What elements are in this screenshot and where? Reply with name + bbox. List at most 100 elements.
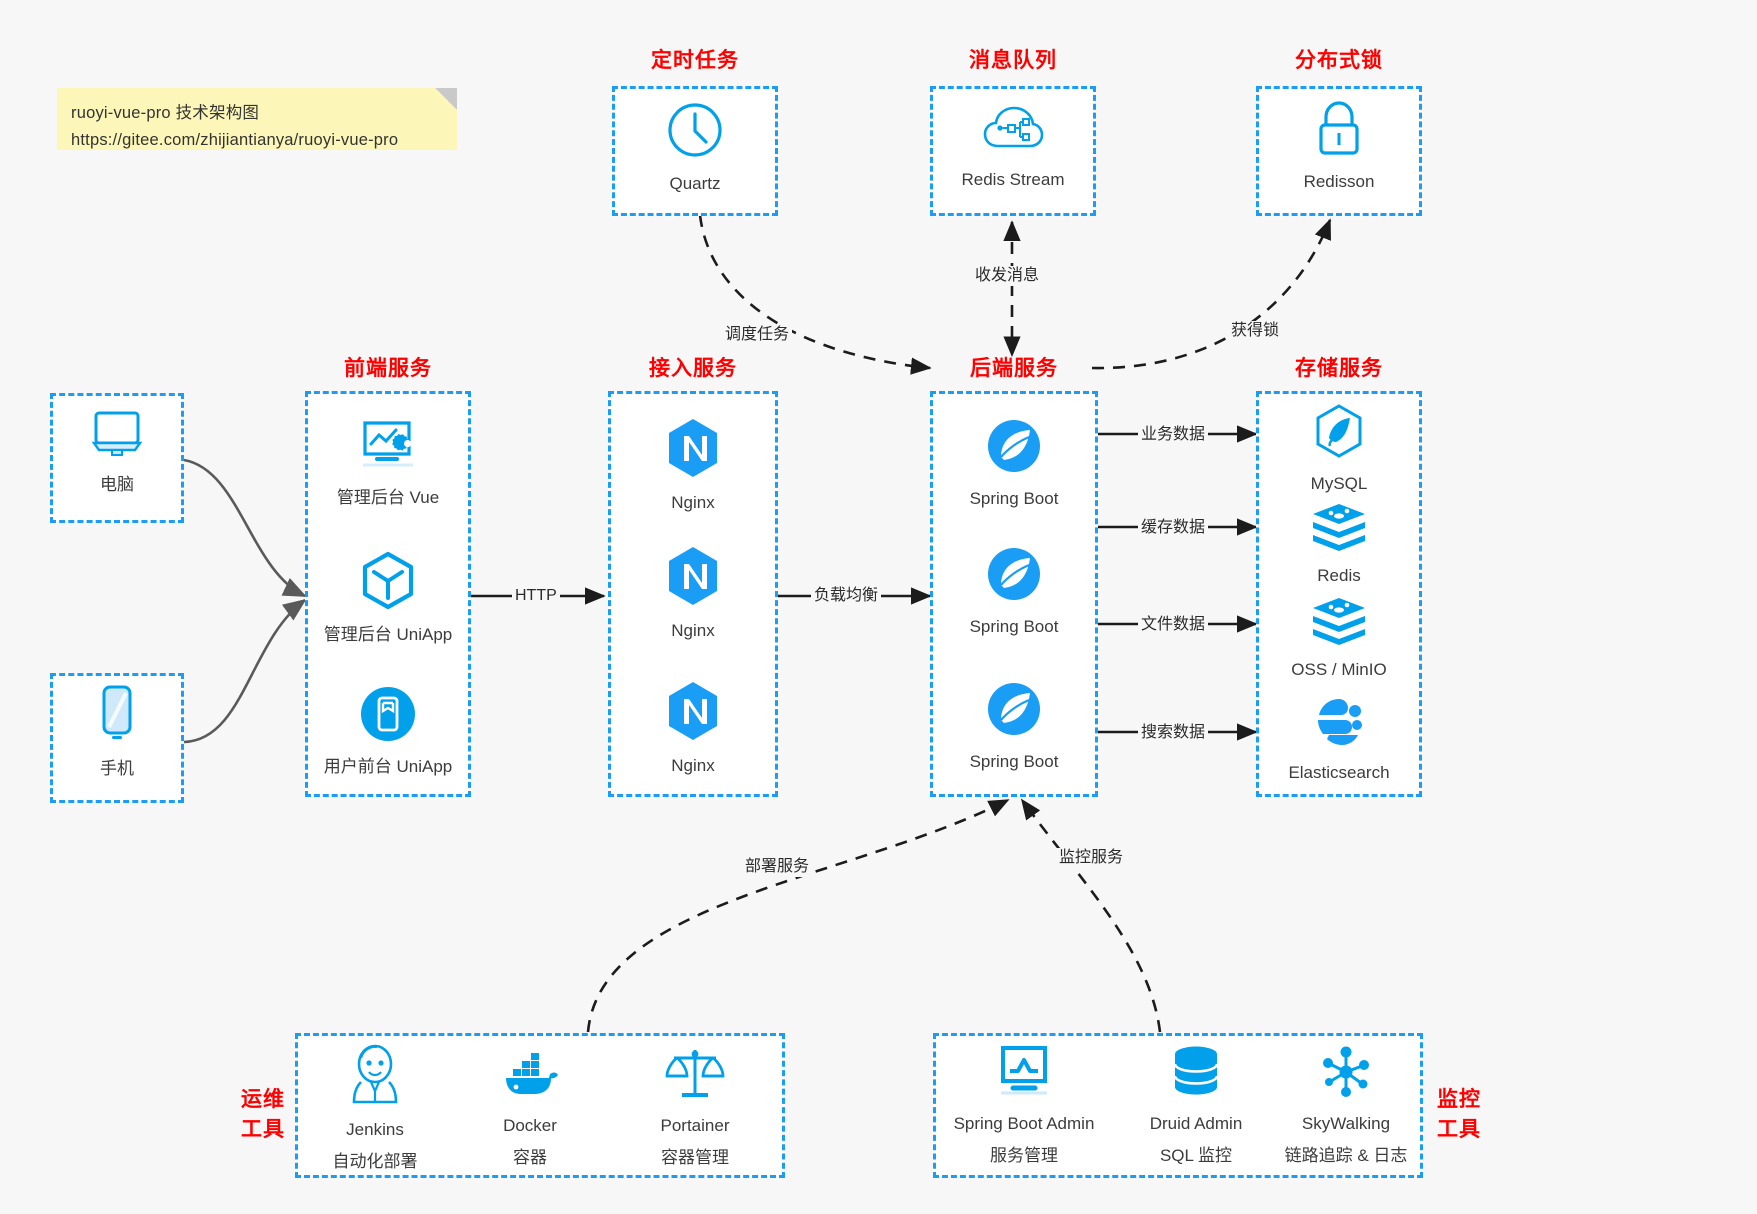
- node-network-icon: [1268, 1044, 1424, 1105]
- node-docker[interactable]: Docker 容器: [455, 1044, 605, 1171]
- spring-leaf-icon: [930, 545, 1098, 608]
- node-label: Nginx: [671, 756, 715, 775]
- node-elasticsearch[interactable]: Elasticsearch: [1256, 695, 1422, 785]
- group-title-distributed-lock: 分布式锁: [1295, 49, 1383, 72]
- nginx-icon: [608, 680, 778, 747]
- node-label: 管理后台 Vue: [336, 488, 440, 507]
- docker-whale-icon: [455, 1044, 605, 1107]
- spring-leaf-icon: [930, 680, 1098, 743]
- node-label: Docker: [503, 1116, 557, 1135]
- node-sublabel: 链路追踪 & 日志: [1284, 1146, 1408, 1165]
- note-title: ruoyi-vue-pro 技术架构图: [71, 104, 260, 122]
- node-redis-stream[interactable]: Redis Stream: [930, 104, 1096, 192]
- node-label: 电脑: [100, 475, 134, 494]
- edge-label-load-balance: 负载均衡: [811, 586, 882, 606]
- edge-label-http: HTTP: [512, 586, 560, 606]
- node-sublabel: SQL 监控: [1159, 1146, 1233, 1165]
- note-fold-corner: [435, 88, 457, 110]
- node-user-uniapp[interactable]: 用户前台 UniApp: [305, 685, 471, 779]
- node-label: Spring Boot: [969, 489, 1059, 508]
- jenkins-butler-icon: [300, 1044, 450, 1111]
- node-spring-boot-admin[interactable]: Spring Boot Admin 服务管理: [938, 1044, 1110, 1169]
- mysql-dolphin-icon: [1256, 404, 1422, 465]
- node-label: 用户前台 UniApp: [323, 757, 453, 776]
- edge-acquire-lock: [1091, 218, 1332, 370]
- node-oss-minio[interactable]: OSS / MinIO: [1256, 596, 1422, 682]
- monitor-chart-icon: [938, 1044, 1110, 1105]
- node-sublabel: 容器管理: [661, 1148, 729, 1167]
- node-phone[interactable]: 手机: [50, 683, 184, 781]
- hexagon-cube-icon: [305, 551, 471, 616]
- node-label: Jenkins: [346, 1120, 404, 1139]
- node-label: Portainer: [660, 1116, 730, 1135]
- edge-label-cache-data: 缓存数据: [1138, 518, 1209, 538]
- node-spring-boot-1[interactable]: Spring Boot: [930, 417, 1098, 511]
- node-admin-uniapp[interactable]: 管理后台 UniApp: [305, 551, 471, 647]
- node-label: SkyWalking: [1301, 1114, 1391, 1133]
- node-druid-admin[interactable]: Druid Admin SQL 监控: [1118, 1044, 1274, 1169]
- node-nginx-3[interactable]: Nginx: [608, 680, 778, 778]
- group-title-devops-line2: 工具: [241, 1118, 285, 1141]
- group-title-devops-line1: 运维: [241, 1088, 285, 1111]
- node-sublabel: 容器: [513, 1148, 547, 1167]
- spring-leaf-icon: [930, 417, 1098, 480]
- node-label: OSS / MinIO: [1291, 660, 1387, 679]
- group-title-message-queue: 消息队列: [969, 49, 1057, 72]
- node-label: Elasticsearch: [1288, 763, 1390, 782]
- node-sublabel: 自动化部署: [332, 1152, 418, 1171]
- node-label: Nginx: [671, 493, 715, 512]
- edge-label-deploy-service: 部署服务: [742, 857, 813, 877]
- node-label: Spring Boot: [969, 617, 1059, 636]
- node-label: Spring Boot: [969, 752, 1059, 771]
- node-label: Druid Admin: [1149, 1114, 1243, 1133]
- edge-label-search-data: 搜索数据: [1138, 723, 1209, 743]
- mobile-phone-icon: [50, 683, 184, 750]
- node-spring-boot-3[interactable]: Spring Boot: [930, 680, 1098, 774]
- node-sublabel: 服务管理: [990, 1146, 1058, 1165]
- group-title-frontend: 前端服务: [344, 357, 432, 380]
- group-title-devops: 运维 工具: [232, 1085, 294, 1145]
- node-admin-vue[interactable]: 管理后台 Vue: [305, 418, 471, 510]
- group-box-scheduler[interactable]: [612, 86, 778, 216]
- node-computer[interactable]: 电脑: [50, 407, 184, 497]
- node-nginx-1[interactable]: Nginx: [608, 417, 778, 515]
- dashboard-settings-icon: [305, 418, 471, 479]
- node-mysql[interactable]: MySQL: [1256, 404, 1422, 496]
- nginx-icon: [608, 545, 778, 612]
- group-box-computer[interactable]: [50, 393, 184, 523]
- node-quartz[interactable]: Quartz: [612, 100, 778, 196]
- edge-deploy-service: [586, 798, 1010, 1033]
- group-title-monitoring-line2: 工具: [1437, 1118, 1481, 1141]
- group-title-backend: 后端服务: [970, 357, 1058, 380]
- node-label: 手机: [100, 759, 134, 778]
- node-portainer[interactable]: Portainer 容器管理: [615, 1044, 775, 1171]
- edge-schedule-task: [698, 214, 932, 375]
- edge-monitor-service: [1020, 798, 1162, 1033]
- group-box-distributed-lock[interactable]: [1256, 86, 1422, 216]
- node-redis[interactable]: Redis: [1256, 502, 1422, 588]
- elasticsearch-icon: [1256, 695, 1422, 754]
- node-jenkins[interactable]: Jenkins 自动化部署: [300, 1044, 450, 1175]
- nginx-icon: [608, 417, 778, 484]
- edge-label-send-receive-message: 收发消息: [972, 266, 1043, 286]
- node-label: Redis Stream: [961, 170, 1065, 189]
- scales-balance-icon: [615, 1044, 775, 1107]
- node-label: Redisson: [1303, 172, 1375, 191]
- app-circle-icon: [305, 685, 471, 748]
- node-label: Nginx: [671, 621, 715, 640]
- node-redisson[interactable]: Redisson: [1256, 100, 1422, 194]
- node-label: Quartz: [669, 174, 721, 193]
- node-label: 管理后台 UniApp: [323, 625, 453, 644]
- node-spring-boot-2[interactable]: Spring Boot: [930, 545, 1098, 639]
- node-label: MySQL: [1310, 474, 1368, 493]
- node-nginx-2[interactable]: Nginx: [608, 545, 778, 643]
- group-title-monitoring-line1: 监控: [1437, 1088, 1481, 1111]
- object-storage-icon: [1256, 596, 1422, 651]
- padlock-icon: [1256, 100, 1422, 163]
- desktop-monitor-icon: [50, 407, 184, 466]
- redis-stack-icon: [1256, 502, 1422, 557]
- group-title-scheduler: 定时任务: [651, 49, 739, 72]
- node-skywalking[interactable]: SkyWalking 链路追踪 & 日志: [1268, 1044, 1424, 1169]
- group-title-gateway: 接入服务: [649, 357, 737, 380]
